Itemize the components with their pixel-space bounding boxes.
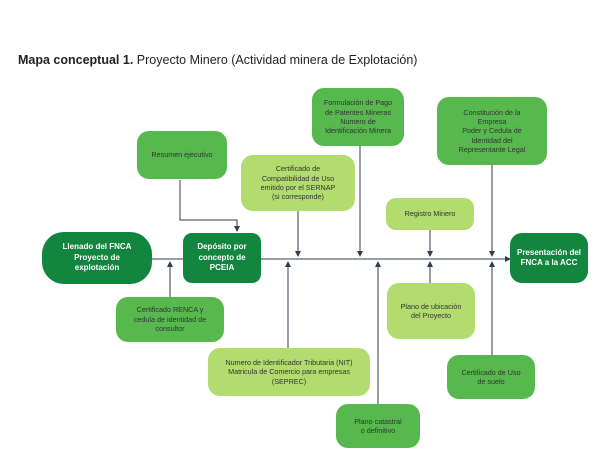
node-resumen-ejecutivo: Resumen ejecutivo xyxy=(137,131,227,179)
node-formulacion-pago: Formulación de Pago de Patentes Mineras … xyxy=(312,88,404,146)
diagram-title-bold: Mapa conceptual 1. xyxy=(18,53,134,67)
diagram-title-rest: Proyecto Minero (Actividad minera de Exp… xyxy=(133,53,418,67)
node-label: Formulación de Pago de Patentes Mineras … xyxy=(323,98,393,136)
node-label: Depósito por concepto de PCEIA xyxy=(197,242,247,273)
node-label: Constitución de la Empresa Poder y Cedul… xyxy=(458,107,526,155)
node-presentacion-fnca: Presentación del FNCA a la ACC xyxy=(510,233,588,283)
connector-resumen xyxy=(179,180,240,232)
node-registro-minero: Registro Minero xyxy=(386,198,474,230)
node-label: Certificado de Compatibilidad de Uso emi… xyxy=(260,164,336,202)
diagram-title: Mapa conceptual 1. Proyecto Minero (Acti… xyxy=(18,53,417,67)
node-label: Numero de Identificador Tributaria (NIT)… xyxy=(225,357,353,386)
node-plano-catastral: Plano catastral o definitivo xyxy=(336,404,420,448)
node-constitucion-empresa: Constitución de la Empresa Poder y Cedul… xyxy=(437,97,547,165)
node-deposito-pceia: Depósito por concepto de PCEIA xyxy=(183,233,261,283)
node-plano-ubicacion: Plano de ubicación del Proyecto xyxy=(387,283,475,339)
node-llenado-fnca: Llenado del FNCA Proyecto de explotación xyxy=(42,232,152,284)
node-label: Plano catastral o definitivo xyxy=(354,416,402,435)
node-certificado-uso-suelo: Certificado de Uso de suelo xyxy=(447,355,535,399)
node-label: Resumen ejecutivo xyxy=(151,150,213,160)
node-label: Plano de ubicación del Proyecto xyxy=(400,301,462,320)
node-nit-seprec: Numero de Identificador Tributaria (NIT)… xyxy=(208,348,370,396)
node-label: Llenado del FNCA Proyecto de explotación xyxy=(62,242,132,273)
node-label: Registro Minero xyxy=(404,209,456,219)
node-certificado-compatibilidad: Certificado de Compatibilidad de Uso emi… xyxy=(241,155,355,211)
node-certificado-renca: Certificado RENCA y cedula de identidad … xyxy=(116,297,224,342)
node-label: Certificado RENCA y cedula de identidad … xyxy=(133,305,207,334)
node-label: Presentación del FNCA a la ACC xyxy=(516,247,582,267)
node-label: Certificado de Uso de suelo xyxy=(461,367,521,386)
